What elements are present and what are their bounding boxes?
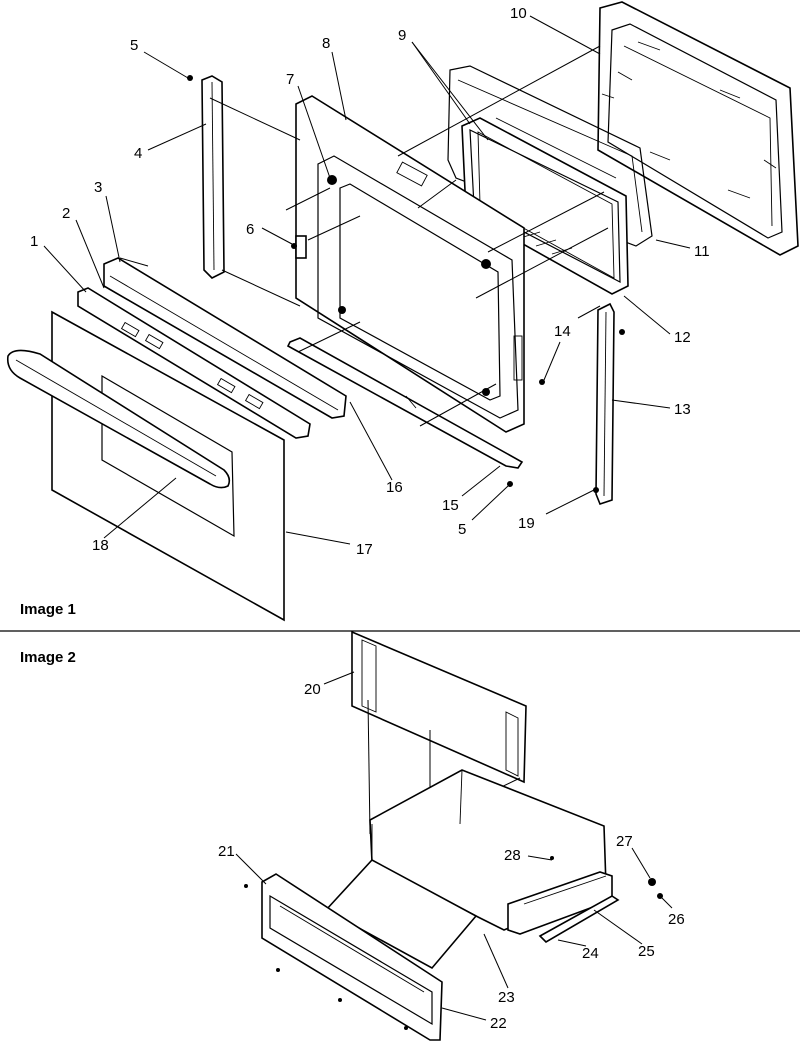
callout-8: 8 [322, 35, 330, 52]
screw-22b [338, 998, 342, 1002]
panel-label-image-2: Image 2 [20, 649, 76, 666]
part-8-inner-door-panel [295, 95, 525, 433]
callout-12: 12 [674, 329, 691, 346]
callout-1: 1 [30, 233, 38, 250]
callout-7: 7 [286, 71, 294, 88]
callout-labels: 1 2 3 4 5 5 6 7 8 9 10 11 12 13 14 15 16… [30, 5, 710, 1032]
callout-26: 26 [668, 911, 685, 928]
oven-door-assembly [6, 1, 799, 622]
screw-22a [276, 968, 280, 972]
explode-guides [119, 45, 609, 427]
screw-12 [619, 329, 625, 335]
callout-2: 2 [62, 205, 70, 222]
part-23-drawer-bottom [324, 859, 478, 970]
callout-13: 13 [674, 401, 691, 418]
callout-leaders [43, 15, 691, 1021]
callout-3: 3 [94, 179, 102, 196]
screw-5-top [187, 75, 193, 81]
callout-15: 15 [442, 497, 459, 514]
screw-6 [291, 243, 297, 249]
callout-28: 28 [504, 847, 521, 864]
part-4-hinge-channel [201, 75, 225, 279]
callout-27: 27 [616, 833, 633, 850]
callout-21: 21 [218, 843, 235, 860]
screw-22c [404, 1026, 408, 1030]
screw-27 [648, 878, 656, 886]
part-18-door-handle [6, 349, 231, 489]
callout-5-bottom: 5 [458, 521, 466, 538]
callout-5-top: 5 [130, 37, 138, 54]
callout-20: 20 [304, 681, 321, 698]
drawer-assembly [244, 630, 663, 1041]
callout-4: 4 [134, 145, 142, 162]
screw-28 [550, 856, 554, 860]
callout-24: 24 [582, 945, 599, 962]
callout-17: 17 [356, 541, 373, 558]
callout-18: 18 [92, 537, 109, 554]
screw-21 [244, 884, 248, 888]
part-2-vent-trim [77, 287, 311, 439]
part-13-hinge-channel [595, 302, 615, 505]
part-3-vent-channel [103, 257, 347, 419]
part-10-door-frame [597, 1, 799, 256]
part-9-glass-pack [461, 117, 629, 295]
screw-5-bottom [507, 481, 513, 487]
callout-14: 14 [554, 323, 571, 340]
screw-14 [539, 379, 545, 385]
screw-19 [593, 487, 599, 493]
callout-9: 9 [398, 27, 406, 44]
part-15-bottom-trim [286, 337, 524, 469]
panel-label-image-1: Image 1 [20, 601, 76, 618]
callout-11: 11 [694, 243, 710, 260]
callout-22: 22 [490, 1015, 507, 1032]
part-17-outer-door-panel [51, 310, 285, 622]
callout-19: 19 [518, 515, 535, 532]
part-22-drawer-front [261, 873, 443, 1041]
callout-16: 16 [386, 479, 403, 496]
part-24-drawer-rail [538, 895, 620, 944]
callout-6: 6 [246, 221, 254, 238]
callout-10: 10 [510, 5, 527, 22]
callout-23: 23 [498, 989, 515, 1006]
part-11-door-gasket [447, 65, 653, 247]
callout-25: 25 [638, 943, 655, 960]
